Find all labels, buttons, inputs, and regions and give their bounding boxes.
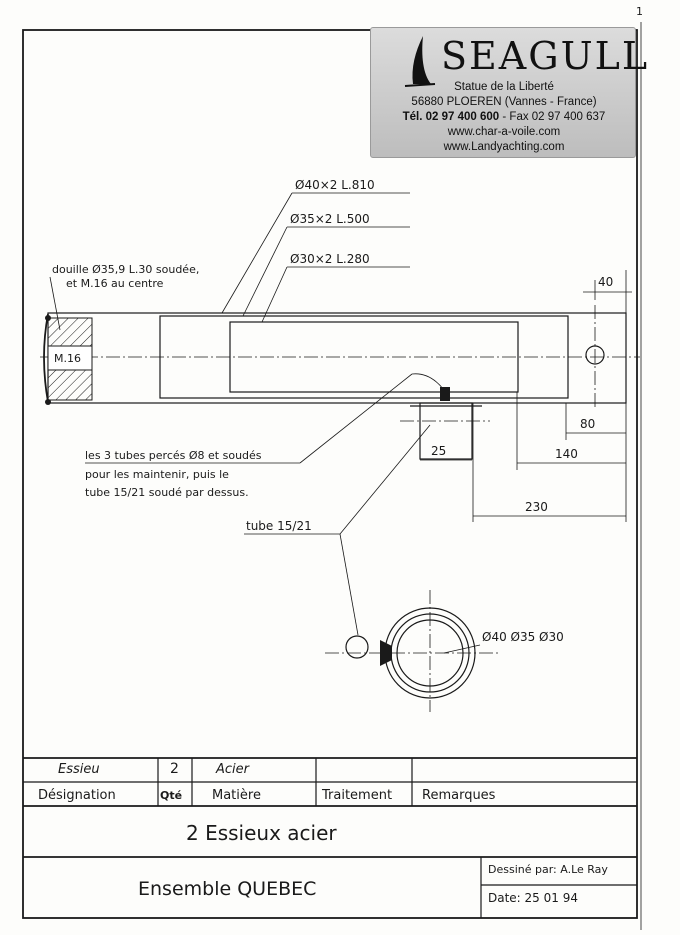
weld-dot-top (45, 315, 51, 321)
callout-tube-30-leader (261, 266, 288, 323)
tube-1521-sleeve (419, 402, 473, 460)
callout-tube-35-leader (242, 226, 288, 317)
m16-box (47, 345, 93, 371)
tb-material: Acier (216, 762, 249, 777)
outer-tube-40 (47, 312, 627, 404)
tb-drawn-by: Dessiné par: A.Le Ray (488, 863, 608, 876)
section-weld (380, 640, 392, 666)
logo-line-2: 56880 PLOEREN (Vannes - France) (411, 96, 597, 108)
section-tube-1521 (345, 635, 369, 659)
tb-assembly: Ensemble QUEBEC (138, 878, 317, 900)
callout-tube-1521: tube 15/21 (246, 519, 312, 533)
bushing-hatch-bottom (47, 369, 93, 401)
tb-title: 2 Essieux acier (186, 821, 337, 845)
m16-label: M.16 (54, 352, 81, 365)
tb-part-name: Essieu (58, 762, 100, 777)
callout-tube-35: Ø35×2 L.500 (290, 212, 370, 226)
logo-line-3: Tél. 02 97 400 600 - Fax 02 97 400 637 (371, 111, 637, 123)
callout-tube-30: Ø30×2 L.280 (290, 252, 370, 266)
logo-line-1: Statue de la Liberté (454, 81, 554, 93)
note-leader (299, 373, 413, 464)
tb-h-qty: Qté (160, 789, 183, 802)
callout-douille-l1: douille Ø35,9 L.30 soudée, (52, 263, 199, 276)
dim-40-label: 40 (598, 275, 613, 289)
drawing-border (22, 29, 638, 919)
callout-tube-40-leader (221, 192, 293, 314)
tb-date: Date: 25 01 94 (488, 891, 578, 905)
bushing-hatch-top (47, 317, 93, 347)
sail-icon (404, 36, 436, 87)
callout-douille-leader (49, 276, 61, 331)
section-circle-30 (396, 619, 464, 687)
section-dims-leader (443, 644, 481, 654)
callout-tube-40: Ø40×2 L.810 (295, 178, 375, 192)
tb-h-designation: Désignation (38, 788, 116, 803)
note-arrow (411, 373, 445, 391)
dim-230-label: 230 (525, 500, 548, 514)
dim-140-label: 140 (555, 447, 578, 461)
note-line-1: les 3 tubes percés Ø8 et soudés (85, 449, 262, 462)
page-number: 1 (636, 5, 643, 18)
tb-h-treatment: Traitement (322, 788, 393, 803)
weld-dot-bottom (45, 399, 51, 405)
sleeve-leader (339, 424, 431, 535)
weld-bead (440, 387, 450, 401)
tb-qty: 2 (170, 761, 179, 777)
seagull-logo-plate: SEAGULL Statue de la Liberté 56880 PLOER… (370, 27, 647, 158)
callout-douille-l2: et M.16 au centre (66, 277, 164, 290)
note-line-3: tube 15/21 soudé par dessus. (85, 486, 249, 499)
tb-h-remarks: Remarques (422, 788, 496, 803)
dim-80-label: 80 (580, 417, 595, 431)
logo-line-5: www.Landyachting.com (443, 141, 565, 153)
logo-line-4: www.char-a-voile.com (447, 126, 561, 138)
tb-h-material: Matière (212, 788, 261, 803)
logo-fax: - Fax 02 97 400 637 (499, 111, 606, 123)
section-dims-label: Ø40 Ø35 Ø30 (482, 630, 564, 644)
callout-tube-1521-leader (339, 533, 359, 636)
note-line-2: pour les maintenir, puis le (85, 468, 229, 481)
logo-brand: SEAGULL (441, 34, 650, 78)
logo-phone: Tél. 02 97 400 600 (402, 111, 500, 123)
bushing-left-cap (43, 313, 49, 403)
dim-25-label: 25 (431, 444, 446, 458)
